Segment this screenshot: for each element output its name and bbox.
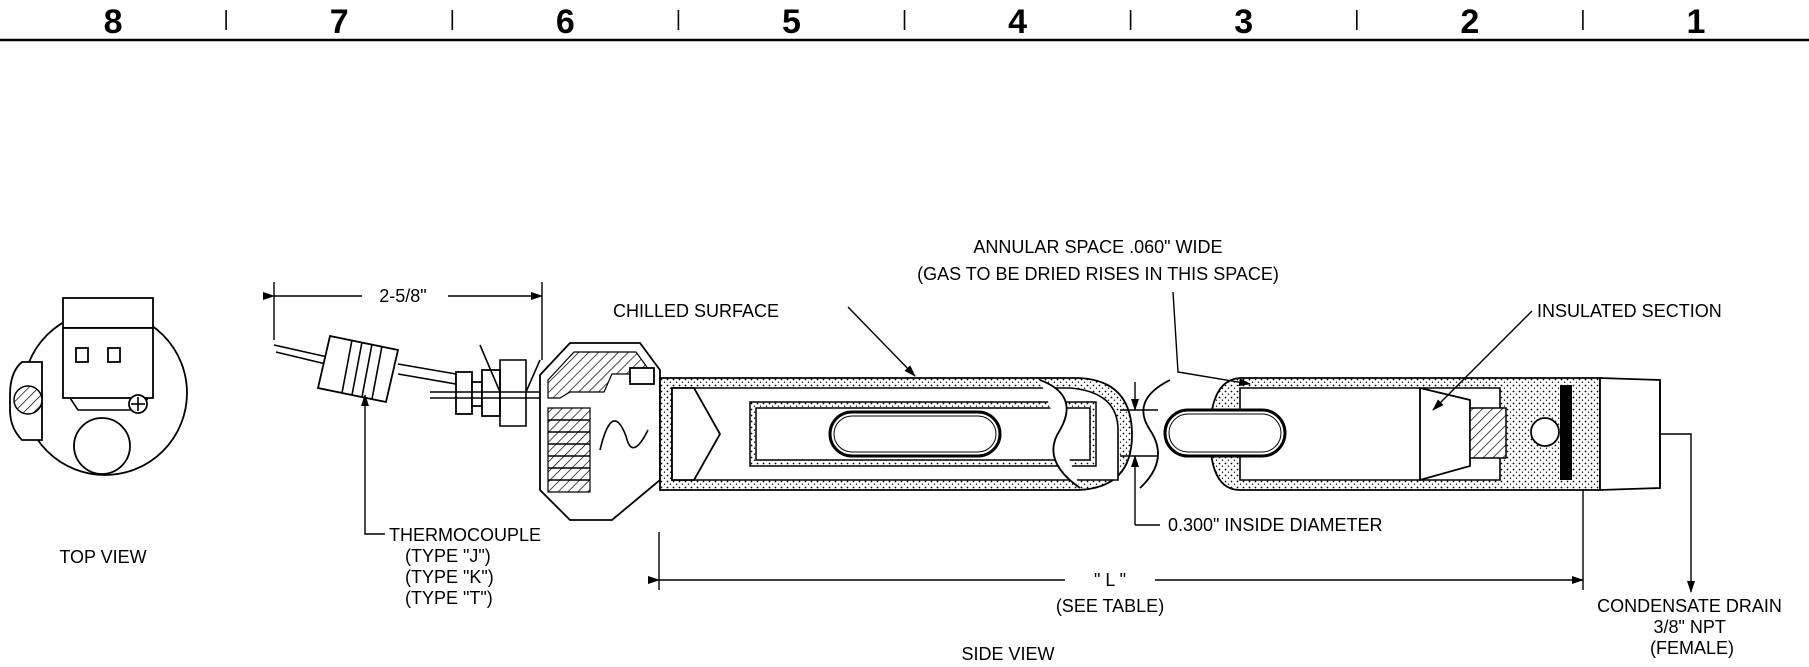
zone-label: 8 <box>104 3 123 41</box>
inner-tube-right <box>1163 408 1287 458</box>
tube-cone-left <box>671 387 722 481</box>
thermocouple-label: THERMOCOUPLE (TYPE "J") (TYPE "K") (TYPE… <box>389 525 546 608</box>
head-sectional-profile <box>599 420 649 451</box>
thermocouple-sheath <box>397 363 457 385</box>
zone-label: 5 <box>782 3 801 41</box>
annular-label-1: ANNULAR SPACE .060" WIDE <box>973 237 1222 257</box>
thermocouple-type-k: (TYPE "K") <box>405 567 494 587</box>
thermocouple-type-t: (TYPE "T") <box>405 588 493 608</box>
inside-diameter-label: 0.300" INSIDE DIAMETER <box>1168 515 1382 535</box>
dimension-2-5-8: 2-5/8" <box>263 282 543 360</box>
fitting-nut-1 <box>455 371 473 415</box>
dimension-inside-diameter: 0.300" INSIDE DIAMETER <box>1120 382 1382 535</box>
break-line-left <box>1039 379 1081 489</box>
zone-label: 4 <box>1008 3 1027 41</box>
dimension-length: " L " (SEE TABLE) <box>648 490 1584 616</box>
chilled-surface-label: CHILLED SURFACE <box>613 301 779 321</box>
callout-chilled-surface: CHILLED SURFACE <box>613 301 916 377</box>
callout-condensate-drain: CONDENSATE DRAIN 3/8" NPT (FEMALE) <box>1597 433 1787 658</box>
top-view-port <box>73 417 131 475</box>
top-view-thread <box>13 385 43 415</box>
drain-fitting <box>1599 377 1661 491</box>
top-view-connector <box>62 327 154 399</box>
break-line-right <box>1139 379 1171 489</box>
inner-tube-left <box>828 410 1002 458</box>
zone-label: 1 <box>1686 3 1705 41</box>
fitting-nut-2 <box>481 369 501 417</box>
condensate-label: CONDENSATE DRAIN 3/8" NPT (FEMALE) <box>1597 596 1787 658</box>
length-label: " L " <box>1094 570 1126 590</box>
chilled-tube-left <box>659 377 1133 491</box>
thermocouple-type-j: (TYPE "J") <box>405 546 491 566</box>
thermocouple-connector <box>316 334 400 404</box>
annular-label-2: (GAS TO BE DRIED RISES IN THIS SPACE) <box>917 264 1279 284</box>
head-thread <box>547 407 591 493</box>
drain-seal <box>1560 385 1572 480</box>
condensate-size: 3/8" NPT <box>1653 617 1725 637</box>
top-view: TOP VIEW <box>9 297 188 567</box>
thermocouple-title: THERMOCOUPLE <box>389 525 541 545</box>
zone-label: 3 <box>1234 3 1253 41</box>
top-view-connector-top <box>62 297 154 329</box>
chilled-tube-right <box>1139 377 1661 491</box>
tube-cone-right <box>1419 386 1471 482</box>
condensate-title: CONDENSATE DRAIN <box>1597 596 1782 616</box>
zone-label: 7 <box>330 3 349 41</box>
see-table-label: (SEE TABLE) <box>1056 596 1164 616</box>
zone-ticks <box>225 10 1584 30</box>
drain-thread <box>1469 407 1507 459</box>
drain-hole <box>1530 417 1560 447</box>
zone-labels: 8 7 6 5 4 3 2 1 <box>104 3 1706 41</box>
top-view-pin-left <box>75 347 89 363</box>
callout-thermocouple: THERMOCOUPLE (TYPE "J") (TYPE "K") (TYPE… <box>361 394 546 608</box>
callout-annular-space: ANNULAR SPACE .060" WIDE (GAS TO BE DRIE… <box>917 237 1279 387</box>
condensate-type: (FEMALE) <box>1650 638 1734 658</box>
top-view-pin-right <box>107 347 121 363</box>
dim-2-5-8-label: 2-5/8" <box>379 286 426 306</box>
callout-insulated-section: INSULATED SECTION <box>1432 301 1722 411</box>
zone-header: 8 7 6 5 4 3 2 1 <box>0 3 1809 42</box>
zone-label: 6 <box>556 3 575 41</box>
insulated-section-label: INSULATED SECTION <box>1537 301 1722 321</box>
side-view-label: SIDE VIEW <box>961 644 1054 664</box>
head-fitting <box>539 342 661 521</box>
zone-label: 2 <box>1460 3 1479 41</box>
top-view-label: TOP VIEW <box>59 547 146 567</box>
